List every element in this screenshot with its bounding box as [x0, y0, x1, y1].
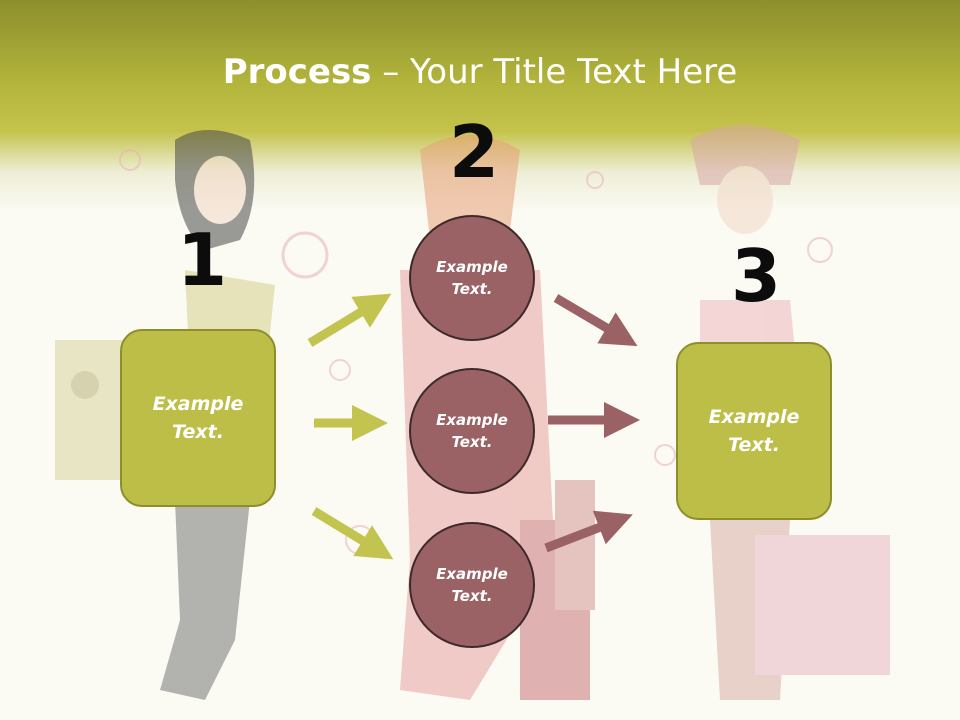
arrow-left-down: [311, 507, 394, 560]
arrow-right-down: [553, 294, 638, 347]
circle-2-text-line2: Text.: [451, 433, 493, 451]
title-bold: Process: [222, 52, 372, 92]
circle-3-text-line1: Example: [436, 564, 508, 583]
stage-2-circle-2: Example Text.: [409, 368, 535, 494]
arrow-right-up: [544, 510, 633, 553]
stage-3-text-line2: Text.: [728, 434, 780, 456]
stage-3-box: Example Text.: [676, 342, 832, 520]
stage-1-box: Example Text.: [120, 329, 276, 507]
circle-1-text-line2: Text.: [451, 280, 493, 298]
stage-1-text-line2: Text.: [172, 421, 224, 443]
title-rest: – Your Title Text Here: [371, 52, 738, 92]
stage-number-2: 2: [449, 110, 500, 194]
stage-number-1: 1: [177, 218, 228, 302]
stage-1-text-line1: Example: [152, 392, 244, 415]
circle-2-text-line1: Example: [436, 410, 508, 429]
stage-2-circle-3: Example Text.: [409, 522, 535, 648]
circle-1-text-line1: Example: [436, 257, 508, 276]
stage-number-3: 3: [731, 234, 782, 318]
stage-2-circle-1: Example Text.: [409, 215, 535, 341]
circle-3-text-line2: Text.: [451, 587, 493, 605]
page-title: Process – Your Title Text Here: [0, 52, 960, 92]
arrow-left-up: [307, 293, 392, 347]
stage-3-text-line1: Example: [708, 405, 800, 428]
